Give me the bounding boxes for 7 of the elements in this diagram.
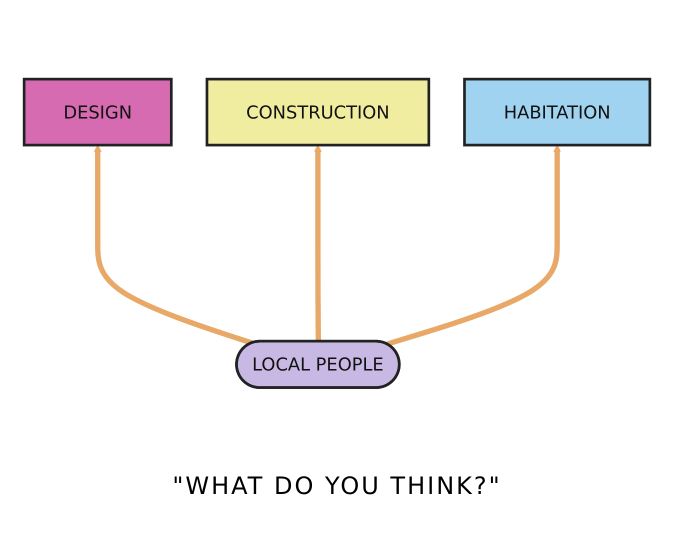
arrow [314,144,322,342]
arrow [386,144,562,346]
node-box: HABITATION [463,77,652,146]
caption: "WHAT DO YOU THINK?" [172,472,502,500]
node-box: DESIGN [22,77,173,146]
arrow [94,144,253,346]
node-box: CONSTRUCTION [206,77,430,146]
